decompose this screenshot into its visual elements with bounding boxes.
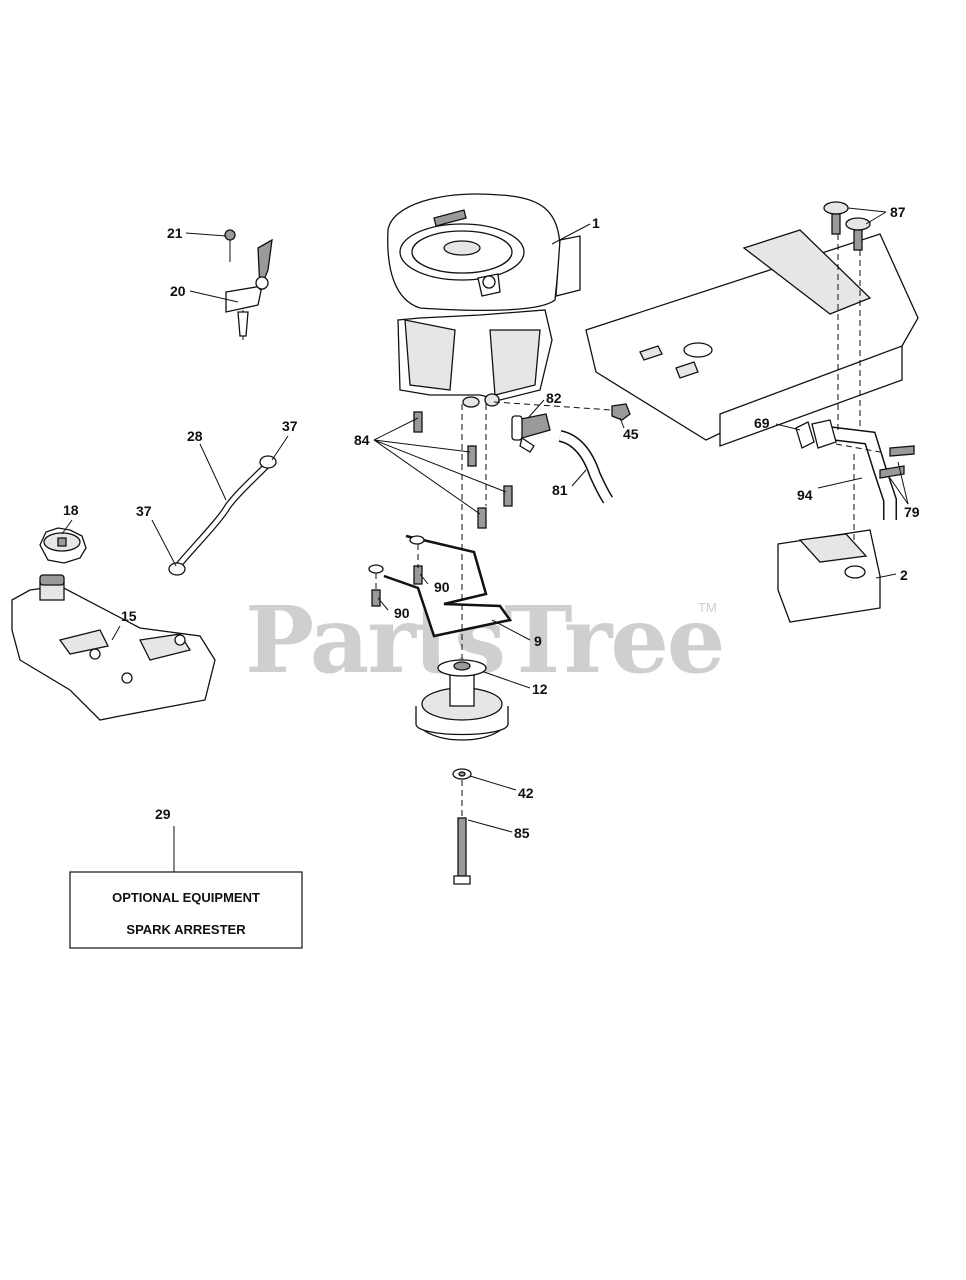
- callout-28: 28: [187, 428, 203, 444]
- callout-1: 1: [592, 215, 600, 231]
- callout-37-upper: 37: [282, 418, 298, 434]
- callout-94: 94: [797, 487, 813, 503]
- exhaust-bolt-part: [879, 445, 915, 479]
- callout-69: 69: [754, 415, 770, 431]
- exhaust-pipe-part: [811, 419, 897, 520]
- exhaust-gasket-part: [795, 421, 815, 449]
- callout-85: 85: [514, 825, 530, 841]
- pulley-bolt-part: [453, 817, 471, 885]
- callout-18: 18: [63, 502, 79, 518]
- callout-29: 29: [155, 806, 171, 822]
- throttle-control-part: [224, 229, 273, 340]
- muffler-part: [777, 529, 881, 623]
- partstree-watermark: PartsTree TM: [245, 586, 725, 694]
- engine-part: [387, 193, 581, 408]
- engine-pulley-part: [415, 659, 509, 741]
- fuel-tank-part: [11, 574, 216, 721]
- fuel-cap-part: [39, 527, 87, 564]
- callout-37-lower: 37: [136, 503, 152, 519]
- callout-15: 15: [121, 608, 137, 624]
- callout-84: 84: [354, 432, 370, 448]
- leader-lines: [61, 207, 909, 872]
- callout-42: 42: [518, 785, 534, 801]
- hex-nut-part: [611, 403, 631, 421]
- optional-equipment-box: OPTIONAL EQUIPMENT SPARK ARRESTER: [69, 871, 303, 949]
- fuel-line-part: [168, 455, 277, 576]
- washer-part: [452, 768, 472, 780]
- callout-20: 20: [170, 283, 186, 299]
- callout-12: 12: [532, 681, 548, 697]
- chassis-frame-part: [585, 229, 919, 447]
- optional-equipment-label: OPTIONAL EQUIPMENT: [112, 890, 260, 905]
- fuel-hose-part: [558, 430, 614, 504]
- callout-90-upper: 90: [434, 579, 450, 595]
- svg-text:PartsTree: PartsTree: [245, 586, 723, 694]
- engine-mounting-bolt-part: [413, 411, 513, 529]
- callout-87: 87: [890, 204, 906, 220]
- callout-81: 81: [552, 482, 568, 498]
- spark-arrester-label: SPARK ARRESTER: [126, 922, 246, 937]
- callout-45: 45: [623, 426, 639, 442]
- svg-text:TM: TM: [698, 600, 717, 615]
- callout-9: 9: [534, 633, 542, 649]
- callout-90-lower: 90: [394, 605, 410, 621]
- callout-labels: 21 20 1 82 84 37 28 37 81 45 18 15 90 90…: [63, 204, 920, 841]
- callout-21: 21: [167, 225, 183, 241]
- callout-82: 82: [546, 390, 562, 406]
- bracket-part: [368, 534, 513, 638]
- assembly-guide-lines: [375, 234, 881, 818]
- callout-79: 79: [904, 504, 920, 520]
- fuel-filter-part: [511, 413, 551, 453]
- knob-screw-part: [823, 201, 871, 251]
- callout-2: 2: [900, 567, 908, 583]
